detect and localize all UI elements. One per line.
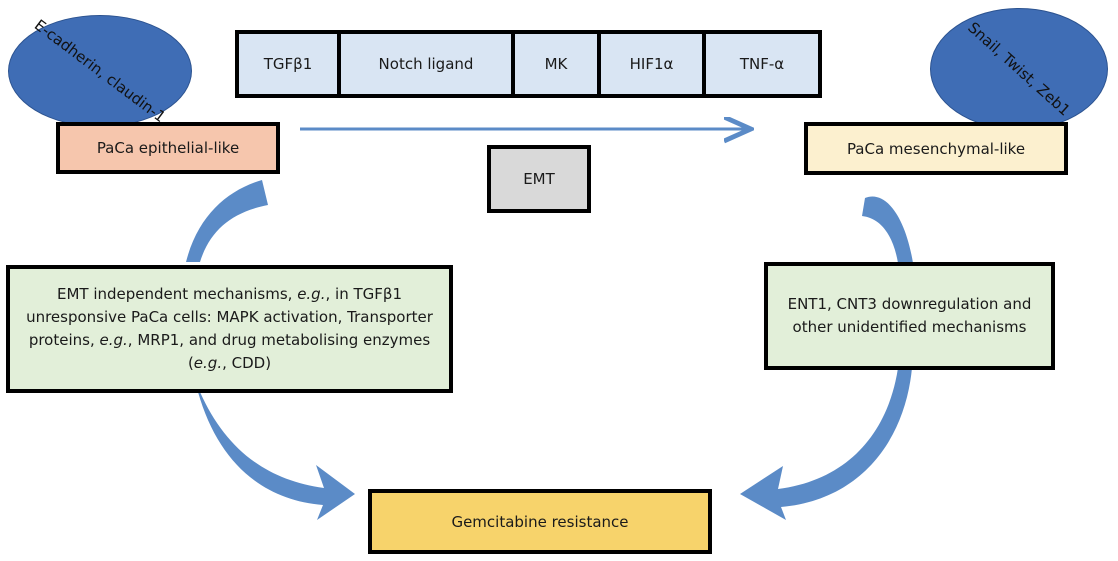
mech-text-4a: ( <box>187 354 194 372</box>
epithelial-to-mechanism-curved-arrow <box>186 180 268 262</box>
mesenchymal-to-mechanism-curved-arrow <box>862 196 913 263</box>
epithelial-marker-ellipse: E-cadherin, claudin-1 <box>8 15 192 127</box>
transporter-text-1: ENT1, CNT3 downregulation and <box>787 295 1032 313</box>
right-to-resistance-curved-arrow <box>740 368 912 520</box>
left-to-resistance-curved-arrow <box>198 392 355 520</box>
mech-text-3a: proteins, <box>28 331 100 349</box>
mesenchymal-marker-text: Snail, Twist, Zeb1 <box>964 18 1074 120</box>
factor-hif1a: HIF1α <box>601 30 706 98</box>
emt-independent-mechanisms-text: EMT independent mechanisms, e.g., in TGF… <box>26 283 433 375</box>
inducing-factors-row: TGFβ1 Notch ligand MK HIF1α TNF-α <box>235 30 822 98</box>
factor-mk: MK <box>515 30 601 98</box>
epithelial-cell-box: PaCa epithelial-like <box>56 122 280 174</box>
factor-tgfb1: TGFβ1 <box>235 30 341 98</box>
mech-text-3b: , MRP1, and drug metabolising enzymes <box>127 331 431 349</box>
mech-text-2: unresponsive PaCa cells: MAPK activation… <box>26 308 433 326</box>
transporter-downregulation-box: ENT1, CNT3 downregulation and other unid… <box>764 262 1055 370</box>
mech-text-1a: EMT independent mechanisms, <box>57 285 298 303</box>
mech-text-1eg: e.g. <box>297 285 326 303</box>
mech-text-4eg: e.g. <box>193 354 223 372</box>
factor-tnf-a: TNF-α <box>706 30 822 98</box>
gemcitabine-resistance-box: Gemcitabine resistance <box>368 489 712 554</box>
transporter-text-2: other unidentified mechanisms <box>792 318 1027 336</box>
epithelial-marker-text: E-cadherin, claudin-1 <box>30 15 170 127</box>
mech-text-1b: , in TGFβ1 <box>325 285 402 303</box>
transporter-downregulation-text: ENT1, CNT3 downregulation and other unid… <box>788 293 1032 339</box>
mech-text-4b: , CDD) <box>222 354 272 372</box>
mesenchymal-cell-box: PaCa mesenchymal-like <box>804 122 1068 175</box>
mesenchymal-marker-ellipse: Snail, Twist, Zeb1 <box>930 8 1108 130</box>
mech-text-3eg: e.g. <box>99 331 128 349</box>
emt-independent-mechanisms-box: EMT independent mechanisms, e.g., in TGF… <box>6 265 453 393</box>
emt-box: EMT <box>487 145 591 213</box>
factor-notch-ligand: Notch ligand <box>341 30 515 98</box>
